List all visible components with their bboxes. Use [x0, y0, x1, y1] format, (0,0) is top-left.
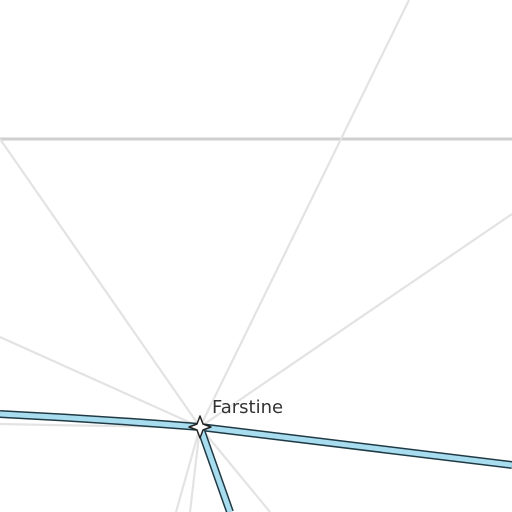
minor-road — [0, 335, 201, 429]
highway-casing — [0, 410, 512, 512]
minor-road — [188, 426, 202, 512]
highway[interactable] — [0, 411, 512, 512]
minor-road — [199, 426, 271, 512]
minor-road — [0, 138, 201, 428]
four-point-star-icon[interactable] — [188, 415, 212, 439]
highway-segment[interactable] — [197, 426, 233, 512]
place-label[interactable]: Farstine — [212, 397, 284, 418]
minor-road — [199, 0, 410, 428]
minor-road — [199, 213, 512, 428]
minor-road — [174, 426, 202, 512]
